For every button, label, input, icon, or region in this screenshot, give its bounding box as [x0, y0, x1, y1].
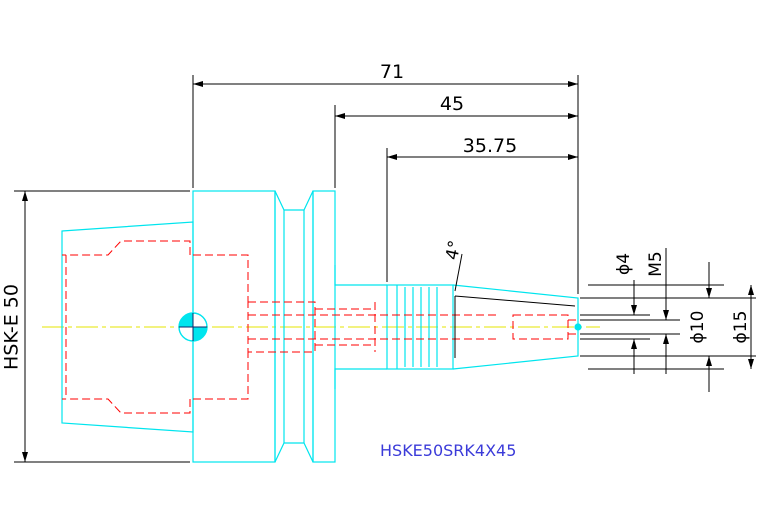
- hidden-lines: [62, 240, 580, 414]
- dim-label-shank-diameter: ϕ15: [731, 311, 751, 344]
- part-outline: [61, 190, 582, 463]
- dim-label-45: 45: [440, 93, 464, 115]
- dim-label-71: 71: [380, 61, 404, 83]
- nose-bore-hidden: [512, 314, 569, 340]
- dim-label-hsk: HSK-E 50: [1, 284, 23, 370]
- flange-bore-hidden: [247, 301, 316, 353]
- dim-label-bore-diameter: ϕ4: [614, 253, 634, 275]
- dim-label-35-75: 35.75: [463, 135, 517, 157]
- dim-label-nose-diameter: ϕ10: [688, 311, 708, 344]
- center-of-gravity-symbol: [178, 312, 208, 342]
- hsk-cavity-hidden: [62, 240, 191, 256]
- neck-outline: [334, 265, 387, 286]
- v-groove-outline: [274, 190, 314, 211]
- dim-label-thread: M5: [646, 251, 666, 276]
- dimension-labels: 71 45 35.75 4° HSK-E 50 ϕ4 M5 ϕ10 ϕ15: [1, 61, 752, 370]
- dimensions: [14, 75, 756, 463]
- dim-label-angle: 4°: [442, 239, 466, 262]
- part-number-label: HSKE50SRK4X45: [380, 441, 516, 460]
- shank-outline: [386, 284, 454, 370]
